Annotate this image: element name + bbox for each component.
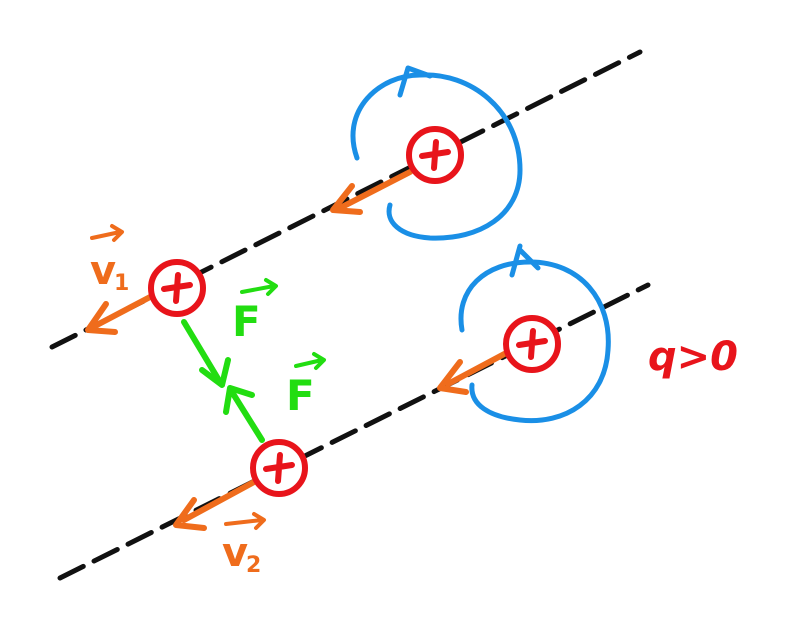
velocity-arrow-v2 (181, 479, 257, 523)
label-force-lower: F (286, 352, 326, 420)
charge-lower-right (503, 315, 561, 373)
charge-upper-right (406, 126, 464, 184)
velocity-arrowhead-upper-right (330, 183, 363, 215)
label-v2-letter: v (222, 530, 248, 576)
velocity-arrow-lower-right (445, 349, 511, 387)
label-force-upper-vector-arrow (240, 278, 278, 296)
velocity-arrowhead-v2 (173, 497, 207, 531)
force-arrow-on-charge-1 (181, 319, 223, 385)
lower-field-loop (458, 259, 611, 424)
lower-trajectory-line (57, 282, 651, 581)
velocity-arrowhead-lower-right (437, 359, 469, 395)
upper-field-arrowhead (397, 65, 433, 98)
upper-trajectory-line (49, 49, 643, 350)
force-arrowhead-on-charge-2 (223, 385, 255, 415)
label-force-lower-letter: F (286, 371, 315, 420)
label-force-upper-letter: F (232, 297, 261, 346)
force-arrow-on-charge-2 (229, 389, 265, 443)
lower-field-arrowhead (509, 243, 541, 278)
label-force-lower-vector-arrow (294, 352, 326, 370)
velocity-arrow-upper-right (337, 169, 413, 211)
velocity-arrowhead-v1 (85, 301, 118, 335)
label-v2-vector-arrow (224, 512, 266, 530)
charge-1 (148, 259, 206, 317)
charge-2 (250, 439, 308, 497)
label-force-upper: F (232, 278, 278, 346)
label-v1-subscript: 1 (114, 271, 129, 296)
force-arrowhead-on-charge-1 (199, 357, 231, 388)
label-v1: v 1 (90, 224, 129, 296)
label-v2-subscript: 2 (246, 553, 261, 578)
charge-condition-label: q>0 (648, 334, 738, 380)
velocity-arrow-v1 (92, 293, 155, 329)
label-v1-vector-arrow (90, 224, 124, 242)
label-v2: v 2 (222, 512, 266, 578)
label-v1-letter: v (90, 248, 116, 294)
upper-field-loop (350, 72, 523, 241)
